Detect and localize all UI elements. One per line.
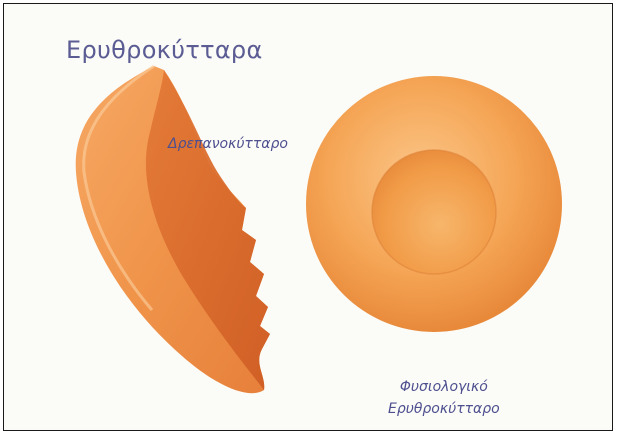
normal-cell-label: Φυσιολογικό Ερυθροκύτταρο xyxy=(388,376,500,420)
sickle-cell-label: Δρεπανοκύτταρο xyxy=(168,136,288,152)
figure-title: Ερυθροκύτταρα xyxy=(66,36,263,64)
normal-cell-label-line2: Ερυθροκύτταρο xyxy=(388,398,500,420)
normal-cell xyxy=(306,76,562,332)
figure-frame: Ερυθροκύτταρα Δρεπανοκύτταρο Φυσιολογικό… xyxy=(3,3,613,431)
cells-illustration xyxy=(4,4,613,431)
sickle-cell xyxy=(76,66,270,393)
normal-cell-label-line1: Φυσιολογικό xyxy=(388,376,500,398)
